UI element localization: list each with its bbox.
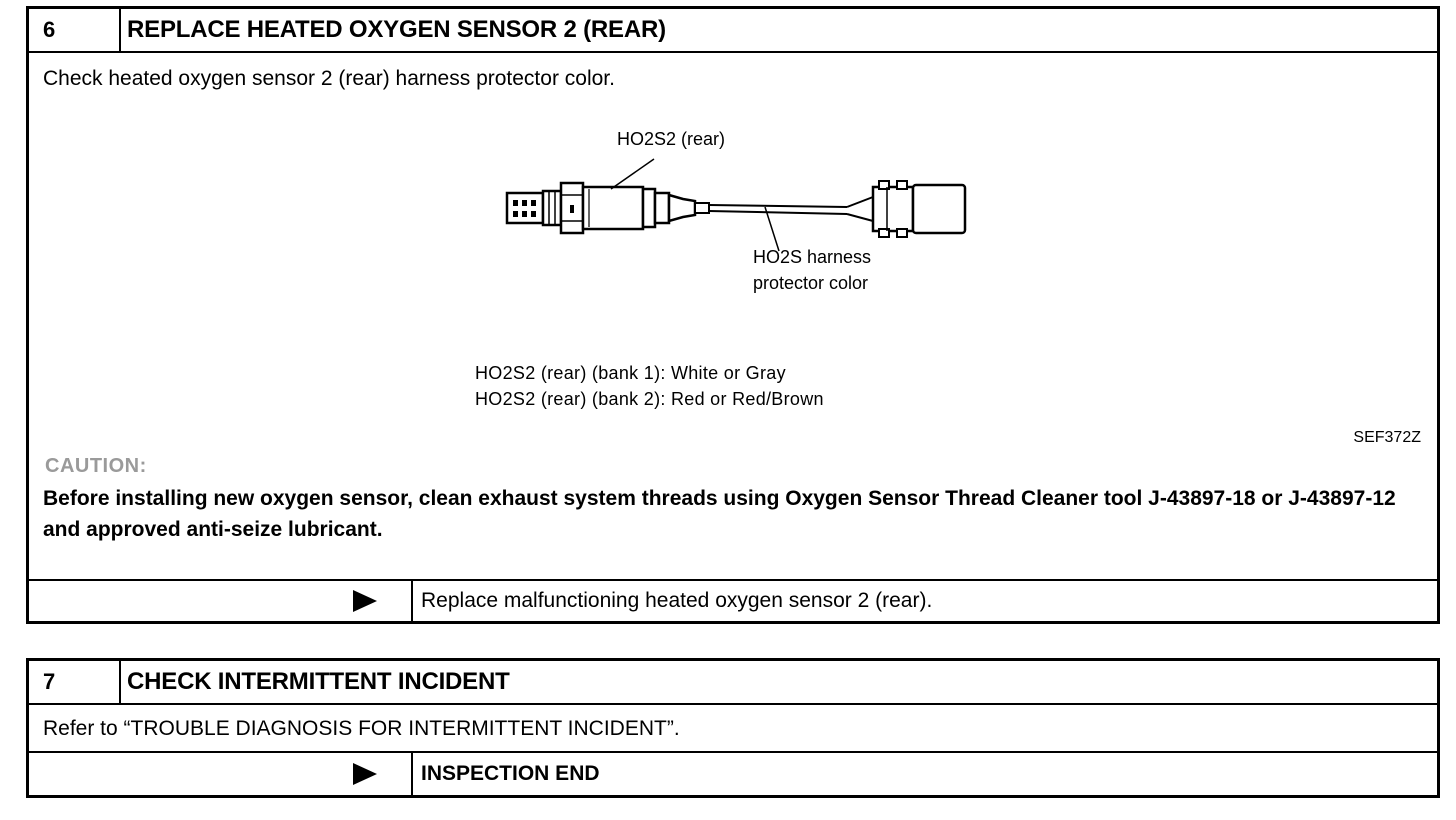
- step-6-action-row: Replace malfunctioning heated oxygen sen…: [29, 579, 1437, 621]
- step-7-number: 7: [29, 661, 121, 703]
- figure-code: SEF372Z: [1353, 429, 1421, 446]
- spec-bank2: HO2S2 (rear) (bank 2): Red or Red/Brown: [475, 389, 824, 409]
- harness-label-line2: protector color: [753, 273, 869, 293]
- step-6-number: 6: [29, 9, 121, 51]
- caution-text: Before installing new oxygen sensor, cle…: [43, 487, 1396, 541]
- step-6-title: REPLACE HEATED OXYGEN SENSOR 2 (REAR): [127, 16, 666, 43]
- arrow-right-icon: [353, 590, 377, 612]
- arrow-right-icon: [353, 763, 377, 785]
- harness-label-line1: HO2S harness: [753, 247, 872, 267]
- step-6-instruction: Check heated oxygen sensor 2 (rear) harn…: [43, 67, 615, 90]
- step-6-header: 6 REPLACE HEATED OXYGEN SENSOR 2 (REAR): [29, 9, 1437, 53]
- step-6-arrow-cell: [29, 581, 413, 621]
- step-7-action: INSPECTION END: [421, 762, 600, 785]
- sensor-label: HO2S2 (rear): [617, 129, 726, 149]
- step-7-arrow-cell: [29, 753, 413, 795]
- caution-label: CAUTION:: [45, 455, 147, 477]
- step-6-box: 6 REPLACE HEATED OXYGEN SENSOR 2 (REAR) …: [26, 6, 1440, 624]
- step-7-title: CHECK INTERMITTENT INCIDENT: [127, 668, 510, 695]
- step-7-action-row: INSPECTION END: [29, 751, 1437, 795]
- spec-bank1: HO2S2 (rear) (bank 1): White or Gray: [475, 363, 786, 383]
- step-7-box: 7 CHECK INTERMITTENT INCIDENT Refer to “…: [26, 658, 1440, 798]
- step-6-action: Replace malfunctioning heated oxygen sen…: [421, 589, 933, 612]
- step-7-instruction: Refer to “TROUBLE DIAGNOSIS FOR INTERMIT…: [43, 717, 680, 740]
- oxygen-sensor-diagram: [505, 158, 967, 252]
- step-7-header: 7 CHECK INTERMITTENT INCIDENT: [29, 661, 1437, 705]
